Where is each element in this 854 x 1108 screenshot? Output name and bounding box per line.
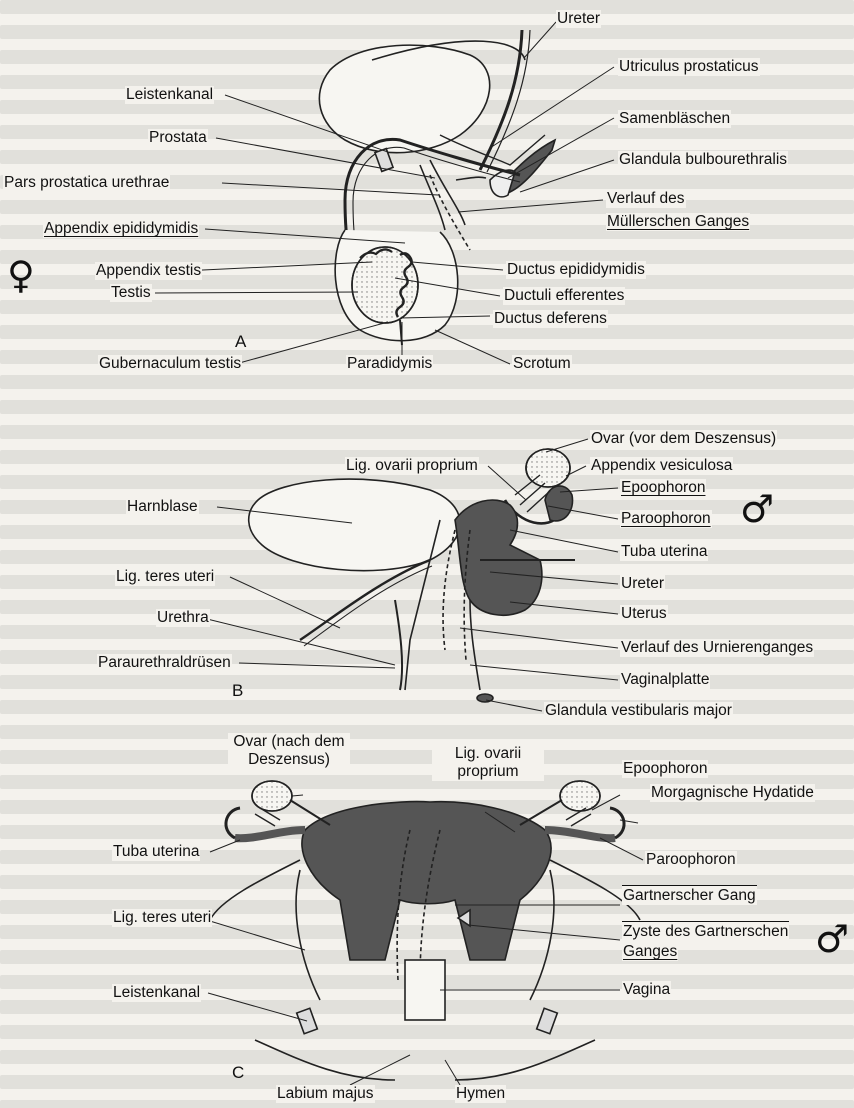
label-verlauf-urnierenganges: Verlauf des Urnierenganges (620, 639, 814, 657)
panel-c-drawing (210, 781, 640, 1080)
uterus-shape-b (455, 500, 542, 615)
label-zyste-gartnerschen-1: Zyste des Gartnerschen (622, 921, 789, 941)
label-appendix-testis: Appendix testis (95, 262, 202, 280)
label-vaginalplatte: Vaginalplatte (620, 671, 710, 689)
label-scrotum: Scrotum (512, 355, 572, 373)
label-leistenkanal-a: Leistenkanal (125, 86, 214, 104)
label-glandula-bulbourethralis: Glandula bulbourethralis (618, 151, 788, 169)
label-vagina: Vagina (622, 981, 671, 999)
label-tuba-uterina-b: Tuba uterina (620, 543, 708, 561)
label-verlauf-muellerschen-2: Müllerschen Ganges (606, 213, 750, 231)
label-lig-teres-uteri-c: Lig. teres uteri (112, 909, 212, 927)
label-ductus-epididymidis: Ductus epididymidis (506, 261, 646, 279)
label-paroophoron-c: Paroophoron (645, 851, 737, 869)
label-utriculus-prostaticus: Utriculus prostaticus (618, 58, 760, 76)
label-prostata: Prostata (148, 129, 208, 147)
label-pars-prostatica-urethrae: Pars prostatica urethrae (3, 174, 170, 192)
label-ductuli-efferentes: Ductuli efferentes (503, 287, 625, 305)
label-samenblaeschen: Samenbläschen (618, 110, 731, 128)
label-tuba-uterina-c: Tuba uterina (112, 843, 200, 861)
label-hymen: Hymen (455, 1085, 506, 1103)
label-epoophoron-c: Epoophoron (622, 760, 708, 778)
label-ductus-deferens: Ductus deferens (493, 310, 608, 328)
label-lig-ovarii-proprium-c: Lig. ovarii proprium (432, 745, 544, 781)
label-appendix-vesiculosa: Appendix vesiculosa (590, 457, 733, 475)
label-gubernaculum-testis: Gubernaculum testis (98, 355, 242, 373)
label-paroophoron-b: Paroophoron (620, 510, 712, 528)
vagina-c (405, 960, 445, 1020)
label-epoophoron-b: Epoophoron (620, 479, 706, 497)
tuba-left-c (235, 830, 305, 838)
panel-letter-a: A (235, 332, 246, 352)
bladder-shape-b (249, 479, 460, 571)
label-leistenkanal-c: Leistenkanal (112, 984, 201, 1002)
label-glandula-vestibularis-major: Glandula vestibularis major (544, 702, 733, 720)
label-paraurethraldruesen: Paraurethraldrüsen (97, 654, 232, 672)
label-harnblase: Harnblase (126, 498, 199, 516)
label-testis: Testis (110, 284, 152, 302)
label-ureter-a: Ureter (556, 10, 601, 28)
tuba-right-c (545, 830, 615, 838)
male-symbol-c: ♂ (815, 920, 849, 958)
label-labium-majus: Labium majus (276, 1085, 375, 1103)
male-symbol-b: ♂ (740, 490, 774, 528)
label-uterus: Uterus (620, 605, 668, 623)
label-appendix-epididymidis: Appendix epididymidis (43, 220, 199, 238)
panel-letter-c: C (232, 1063, 244, 1083)
label-ovar-nach-deszensus: Ovar (nach dem Deszensus) (228, 733, 350, 769)
label-zyste-gartnerschen-2: Ganges (622, 943, 678, 961)
label-verlauf-muellerschen-1: Verlauf des (606, 190, 686, 208)
label-morgagnische-hydatide: Morgagnische Hydatide (650, 784, 815, 802)
female-symbol: ♀ (7, 256, 35, 294)
label-ureter-b: Ureter (620, 575, 665, 593)
label-lig-ovarii-proprium-b: Lig. ovarii proprium (345, 457, 479, 475)
label-ovar-vor-deszensus: Ovar (vor dem Deszensus) (590, 430, 777, 448)
label-lig-teres-uteri-b: Lig. teres uteri (115, 568, 215, 586)
label-paradidymis: Paradidymis (346, 355, 433, 373)
panel-letter-b: B (232, 681, 243, 701)
label-urethra: Urethra (156, 609, 210, 627)
label-gartnerscher-gang: Gartnerscher Gang (622, 885, 757, 905)
uterus-shape-c (302, 802, 551, 960)
